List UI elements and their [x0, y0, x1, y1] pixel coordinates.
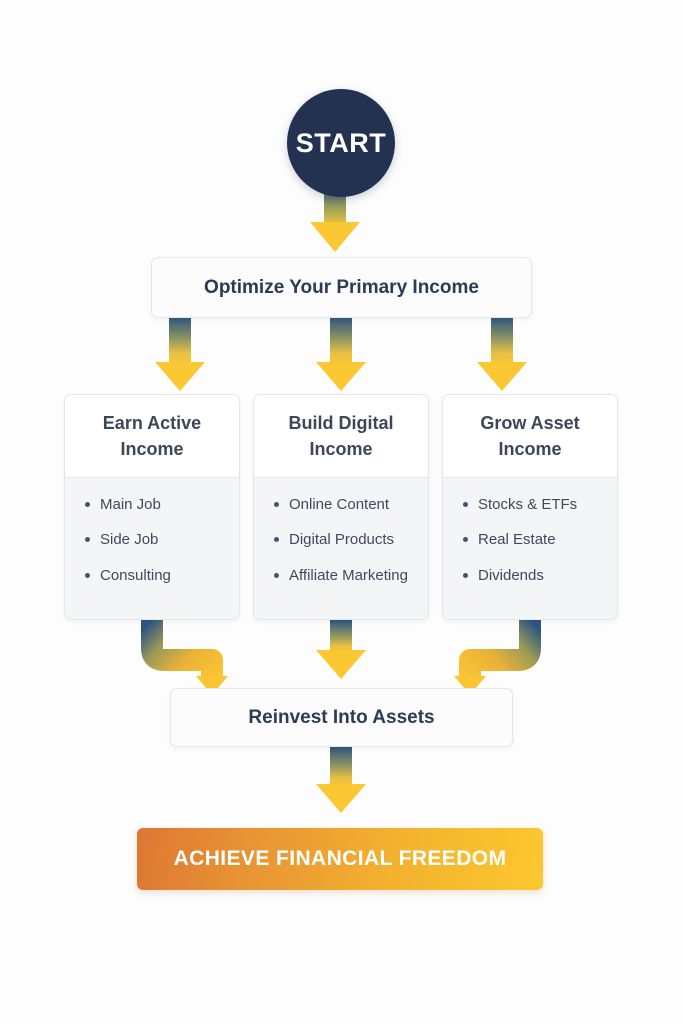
step-optimize-primary-income: Optimize Your Primary Income: [151, 257, 532, 318]
connector-card-0-to-reinvest: [141, 620, 228, 695]
start-label: START: [295, 127, 387, 158]
card-header: Build Digital Income: [254, 395, 428, 478]
card-item-list: Stocks & ETFs Real Estate Dividends: [461, 494, 607, 586]
arrow-optimize-to-card-1: [316, 317, 366, 391]
card-title: Earn Active Income: [102, 412, 202, 459]
goal-banner-achieve-financial-freedom: ACHIEVE FINANCIAL FREEDOM: [137, 828, 543, 890]
card-item-list: Online Content Digital Products Affiliat…: [272, 494, 418, 586]
list-item: Consulting: [83, 565, 229, 586]
start-node: START: [287, 89, 395, 197]
list-item: Digital Products: [272, 529, 418, 550]
card-item-list: Main Job Side Job Consulting: [83, 494, 229, 586]
list-item: Stocks & ETFs: [461, 494, 607, 515]
card-body: Stocks & ETFs Real Estate Dividends: [443, 478, 617, 596]
arrow-optimize-to-card-0: [155, 317, 205, 391]
card-grow-asset-income: Grow Asset Income Stocks & ETFs Real Est…: [442, 394, 618, 620]
card-earn-active-income: Earn Active Income Main Job Side Job Con…: [64, 394, 240, 620]
list-item: Online Content: [272, 494, 418, 515]
step-optimize-strong-text: Optimize: [204, 276, 285, 298]
step-optimize-label: Optimize Your Primary Income: [204, 277, 479, 299]
card-header: Grow Asset Income: [443, 395, 617, 478]
card-title: Build Digital Income: [288, 412, 394, 459]
card-build-digital-income: Build Digital Income Online Content Digi…: [253, 394, 429, 620]
card-header: Earn Active Income: [65, 395, 239, 478]
step-reinvest-label: Reinvest Into Assets: [248, 706, 435, 728]
list-item: Side Job: [83, 529, 229, 550]
connector-card-2-to-reinvest: [454, 620, 541, 695]
list-item: Real Estate: [461, 529, 607, 550]
card-body: Main Job Side Job Consulting: [65, 478, 239, 596]
card-title: Grow Asset Income: [480, 412, 580, 459]
list-item: Affiliate Marketing: [272, 565, 418, 586]
card-body: Online Content Digital Products Affiliat…: [254, 478, 428, 596]
step-reinvest-into-assets: Reinvest Into Assets: [170, 688, 513, 747]
list-item: Dividends: [461, 565, 607, 586]
arrow-reinvest-to-goal: [316, 747, 366, 813]
step-optimize-rest-text: Your Primary Income: [284, 276, 479, 298]
connector-card-1-to-reinvest: [316, 620, 366, 679]
arrow-optimize-to-card-2: [477, 317, 527, 391]
goal-banner-label: ACHIEVE FINANCIAL FREEDOM: [173, 847, 507, 870]
list-item: Main Job: [83, 494, 229, 515]
